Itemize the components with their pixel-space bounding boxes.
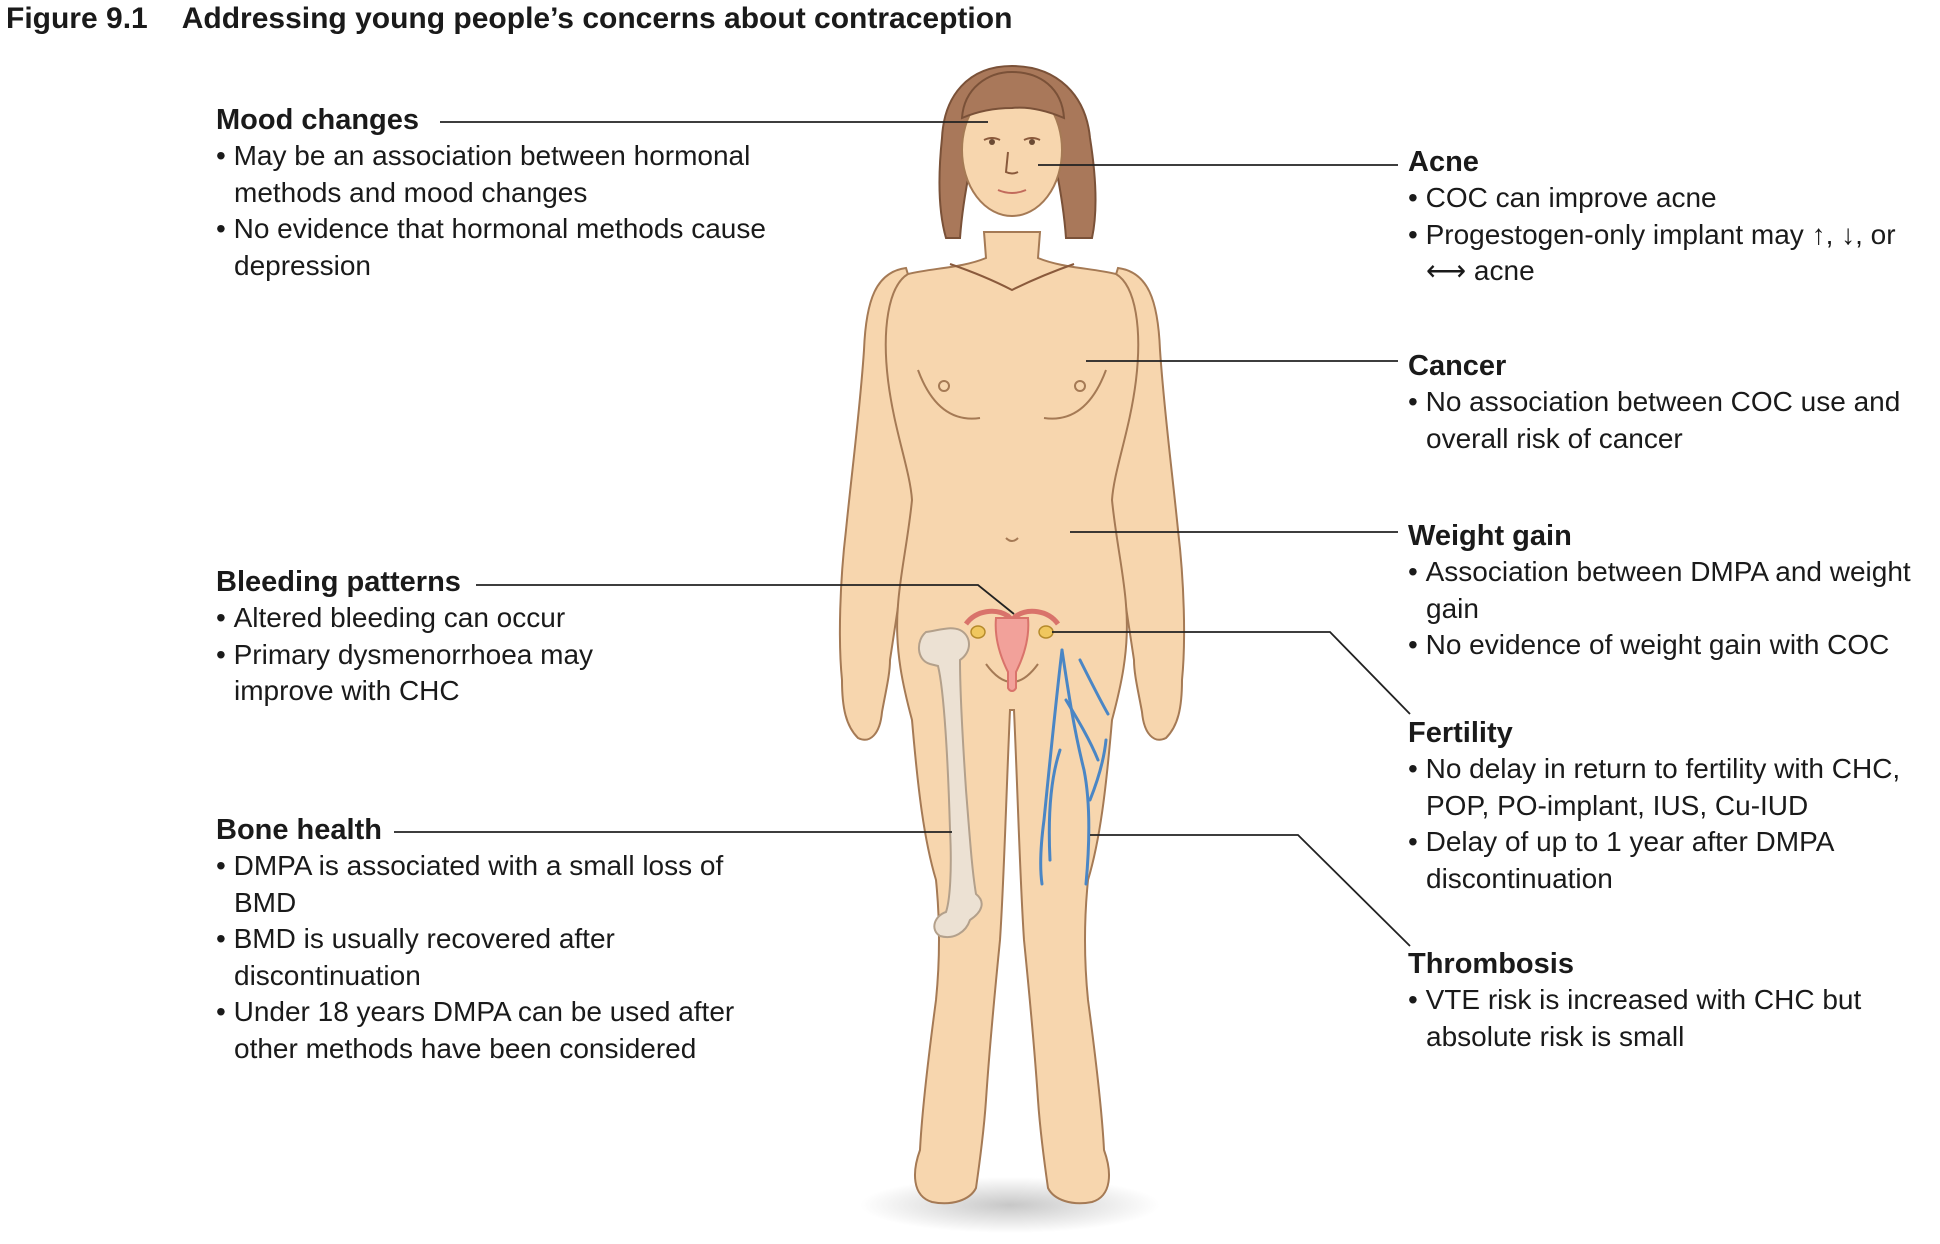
callout-bullets: COC can improve acne Progestogen-only im… bbox=[1408, 180, 1908, 290]
bullet-item: DMPA is associated with a small loss of … bbox=[216, 848, 736, 921]
floor-shadow bbox=[860, 1177, 1160, 1233]
bullet-item: May be an association between hormonal m… bbox=[216, 138, 776, 211]
bullet-item: VTE risk is increased with CHC but absol… bbox=[1408, 982, 1908, 1055]
bullet-item: Progestogen-only implant may ↑, ↓, or ⟷ … bbox=[1408, 217, 1908, 290]
callout-bullets: No association between COC use and overa… bbox=[1408, 384, 1908, 457]
leader-line-bleeding bbox=[476, 584, 1015, 615]
callout-bullets: VTE risk is increased with CHC but absol… bbox=[1408, 982, 1908, 1055]
bullet-item: Primary dysmenorrhoea may improve with C… bbox=[216, 637, 656, 710]
callout-cancer: Cancer No association between COC use an… bbox=[1408, 348, 1908, 457]
right-eye bbox=[1029, 139, 1035, 145]
leg-veins-icon bbox=[1039, 648, 1110, 886]
callout-bleeding-patterns: Bleeding patterns Altered bleeding can o… bbox=[216, 564, 656, 710]
callout-fertility: Fertility No delay in return to fertilit… bbox=[1408, 715, 1928, 897]
callout-heading: Acne bbox=[1408, 146, 1479, 178]
bullet-item: Delay of up to 1 year after DMPA discont… bbox=[1408, 824, 1928, 897]
callout-heading: Thrombosis bbox=[1408, 948, 1574, 980]
left-eye bbox=[989, 139, 995, 145]
callout-heading: Cancer bbox=[1408, 350, 1507, 382]
leader-lines bbox=[394, 121, 1411, 947]
bullet-item: BMD is usually recovered after discontin… bbox=[216, 921, 736, 994]
callout-bullets: Association between DMPA and weight gain… bbox=[1408, 554, 1928, 664]
figure-number: Figure 9.1 bbox=[6, 2, 148, 35]
femur-bone-icon bbox=[918, 627, 983, 938]
figure-caption: Addressing young people’s concerns about… bbox=[181, 2, 1013, 35]
figure-title: Figure 9.1 Addressing young people’s conc… bbox=[6, 2, 1012, 36]
callout-bone-health: Bone health DMPA is associated with a sm… bbox=[216, 812, 736, 1067]
callout-bullets: DMPA is associated with a small loss of … bbox=[216, 848, 736, 1067]
body-silhouette bbox=[838, 83, 1186, 1205]
leader-line-thrombosis bbox=[1090, 834, 1411, 947]
callout-heading: Mood changes bbox=[216, 104, 420, 136]
callout-thrombosis: Thrombosis VTE risk is increased with CH… bbox=[1408, 946, 1908, 1055]
bangs bbox=[960, 70, 1066, 120]
bullet-item: Altered bleeding can occur bbox=[216, 600, 656, 637]
callout-heading: Bone health bbox=[216, 814, 382, 846]
callout-bullets: Altered bleeding can occur Primary dysme… bbox=[216, 600, 656, 710]
callout-bullets: May be an association between hormonal m… bbox=[216, 138, 776, 284]
bullet-item: Under 18 years DMPA can be used after ot… bbox=[216, 994, 736, 1067]
callout-heading: Bleeding patterns bbox=[216, 566, 461, 598]
callout-weight-gain: Weight gain Association between DMPA and… bbox=[1408, 518, 1928, 664]
bullet-item: No evidence that hormonal methods cause … bbox=[216, 211, 776, 284]
uterus-icon bbox=[963, 608, 1061, 692]
bullet-item: No evidence of weight gain with COC bbox=[1408, 627, 1928, 664]
callout-acne: Acne COC can improve acne Progestogen-on… bbox=[1408, 144, 1908, 290]
leader-line-fertility bbox=[1052, 631, 1411, 715]
bullet-item: No delay in return to fertility with CHC… bbox=[1408, 751, 1928, 824]
callout-mood-changes: Mood changes May be an association betwe… bbox=[216, 102, 776, 284]
callout-bullets: No delay in return to fertility with CHC… bbox=[1408, 751, 1928, 897]
bullet-item: Association between DMPA and weight gain bbox=[1408, 554, 1928, 627]
bullet-item: COC can improve acne bbox=[1408, 180, 1908, 217]
bullet-item: No association between COC use and overa… bbox=[1408, 384, 1908, 457]
callout-heading: Weight gain bbox=[1408, 520, 1572, 552]
face bbox=[949, 137, 1075, 292]
callout-heading: Fertility bbox=[1408, 717, 1513, 749]
